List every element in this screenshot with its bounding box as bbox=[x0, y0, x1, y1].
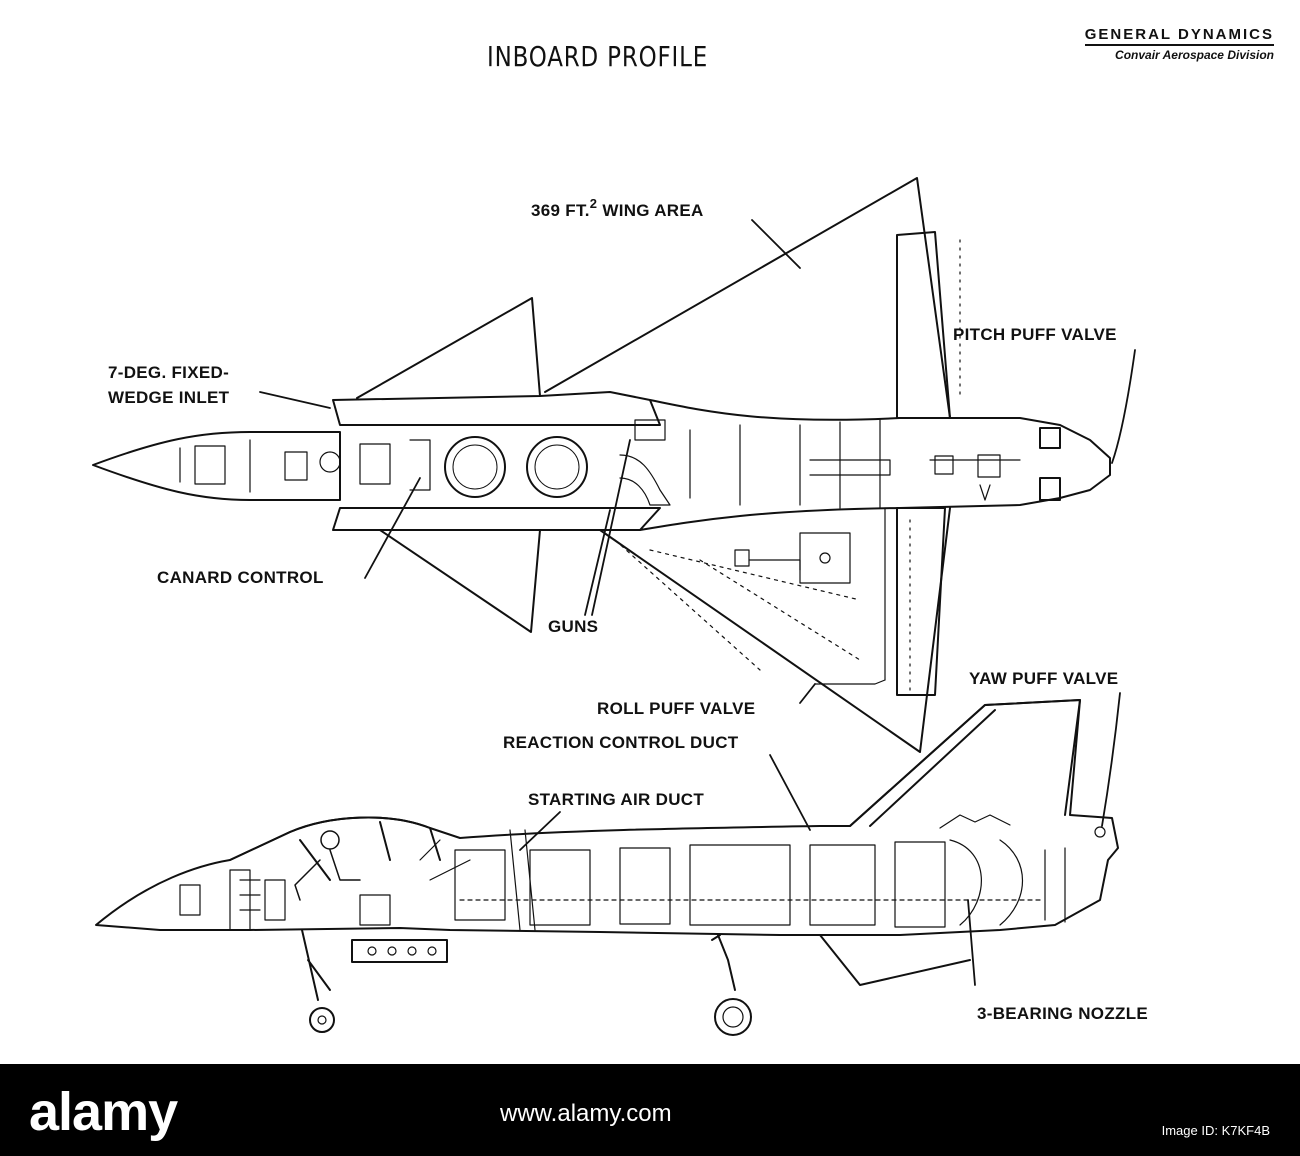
watermark-bar bbox=[0, 1064, 1300, 1156]
label-inlet: 7-DEG. FIXED- WEDGE INLET bbox=[108, 360, 229, 410]
plan-upper-canard bbox=[356, 297, 541, 399]
leader-inlet bbox=[259, 391, 331, 409]
leader-lines bbox=[259, 219, 1136, 986]
alamy-logo: alamy bbox=[29, 1082, 178, 1142]
inlet-line-2: WEDGE INLET bbox=[108, 388, 230, 407]
plan-upper-tail bbox=[896, 231, 951, 419]
leader-nozzle bbox=[967, 899, 976, 986]
leader-wing-area bbox=[751, 219, 801, 269]
plan-nozzle-pods bbox=[1039, 427, 1061, 501]
plan-upper-inlet bbox=[332, 391, 661, 426]
label-yaw-puff-valve: YAW PUFF VALVE bbox=[969, 669, 1119, 688]
label-starting-air-duct: STARTING AIR DUCT bbox=[528, 790, 705, 809]
side-fuselage bbox=[95, 699, 1119, 936]
wing-area-prefix: 369 FT. bbox=[531, 201, 590, 220]
alamy-url: www.alamy.com bbox=[500, 1100, 672, 1127]
side-nose-gear bbox=[301, 929, 331, 1001]
leader-guns-1 bbox=[584, 509, 611, 616]
side-canopy bbox=[229, 816, 441, 881]
aircraft-drawing bbox=[92, 177, 1136, 1036]
plan-lower-inlet bbox=[332, 507, 661, 531]
drawing-sheet: INBOARD PROFILE GENERAL DYNAMICS Convair… bbox=[92, 26, 1274, 1036]
page-title: INBOARD PROFILE bbox=[487, 40, 709, 73]
label-nozzle: 3-BEARING NOZZLE bbox=[977, 1004, 1149, 1023]
label-reaction-control-duct: REACTION CONTROL DUCT bbox=[503, 733, 739, 752]
label-wing-area: 369 FT.2 WING AREA bbox=[531, 196, 704, 221]
leader-roll-puff-valve bbox=[799, 683, 816, 704]
wing-area-sup: 2 bbox=[589, 196, 598, 211]
plan-lower-tail bbox=[896, 507, 946, 696]
plan-fuselage bbox=[639, 399, 1111, 531]
brand-block: GENERAL DYNAMICS Convair Aerospace Divis… bbox=[1084, 26, 1274, 62]
label-canard-control: CANARD CONTROL bbox=[157, 568, 324, 587]
wing-area-suffix: WING AREA bbox=[597, 201, 704, 220]
side-vertical-tail bbox=[849, 699, 1081, 827]
leader-guns-2 bbox=[591, 439, 631, 616]
plan-upper-wing bbox=[544, 177, 951, 419]
label-guns: GUNS bbox=[548, 617, 599, 636]
side-pilot-helmet bbox=[320, 830, 340, 850]
side-main-gear bbox=[711, 934, 736, 991]
inlet-line-1: 7-DEG. FIXED- bbox=[108, 363, 230, 382]
side-main-wheel bbox=[714, 998, 752, 1036]
label-roll-puff-valve: ROLL PUFF VALVE bbox=[597, 699, 756, 718]
label-pitch-puff-valve: PITCH PUFF VALVE bbox=[953, 325, 1117, 344]
leader-reaction-control-duct bbox=[769, 754, 811, 831]
leader-yaw-puff-valve bbox=[1101, 692, 1121, 827]
plan-view bbox=[92, 177, 1111, 753]
side-nose-wheel bbox=[309, 1007, 335, 1033]
leader-canard-control bbox=[364, 477, 421, 579]
plan-nose bbox=[92, 431, 341, 501]
brand-rule bbox=[1084, 44, 1274, 46]
side-gun-pod bbox=[351, 939, 448, 963]
plan-engine-fan-1 bbox=[444, 436, 506, 498]
brand-division: Convair Aerospace Division bbox=[1115, 48, 1274, 62]
leader-starting-air-duct bbox=[519, 811, 561, 851]
side-ventral-fin bbox=[819, 934, 971, 986]
brand-name: GENERAL DYNAMICS bbox=[1084, 26, 1274, 43]
plan-engine-fan-2 bbox=[526, 436, 588, 498]
leader-pitch-puff-valve bbox=[1111, 349, 1136, 464]
image-id: Image ID: K7KF4B bbox=[1161, 1123, 1270, 1138]
plan-lower-canard bbox=[379, 529, 541, 633]
